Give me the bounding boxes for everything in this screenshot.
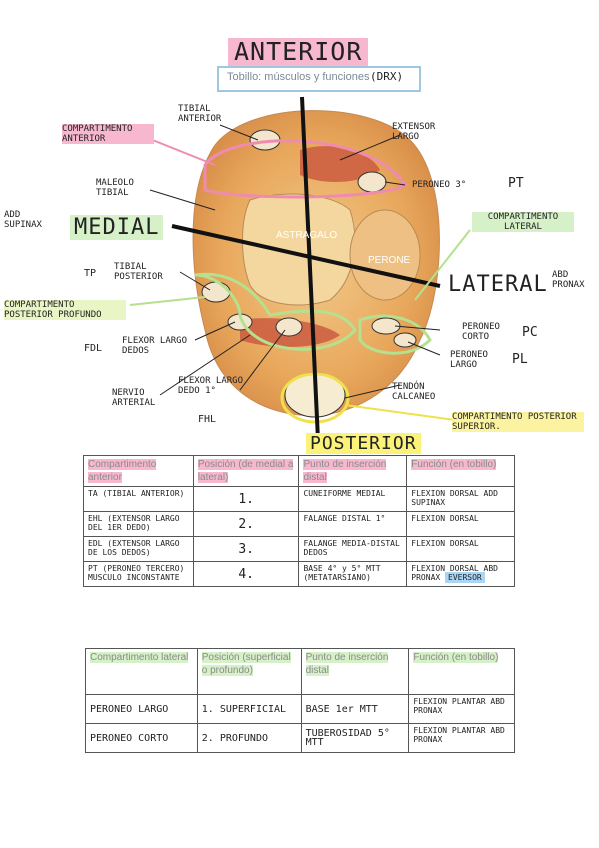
label-pc: PC	[522, 325, 538, 340]
cell-insertion: FALANGE DISTAL 1°	[298, 511, 408, 537]
peroneus-tertius-tendon	[357, 171, 387, 193]
label-nervio-arterial: NERVIO ARTERIAL	[112, 388, 156, 408]
header-cell: Punto de inserción distal	[298, 455, 408, 487]
table-header-row: Compartimento lateral Posición (superfic…	[85, 648, 515, 695]
cell-position: 2.	[192, 511, 300, 537]
cell-insertion: CUNEIFORME MEDIAL	[298, 486, 408, 512]
cell-position: 2. PROFUNDO	[196, 723, 302, 753]
label-compartimento-posterior-profundo: COMPARTIMENTO POSTERIOR PROFUNDO	[4, 300, 126, 320]
label-add-supinax: ADD SUPINAX	[4, 210, 42, 230]
label-medial: MEDIAL	[70, 215, 164, 240]
table-row: PERONEO CORTO 2. PROFUNDO TUBEROSIDAD 5°…	[85, 723, 515, 753]
label-fdl: FDL	[84, 343, 103, 354]
medial-lateral-axis	[171, 224, 441, 288]
label-peroneo-3: PERONEO 3°	[412, 180, 467, 190]
table-row: TA (TIBIAL ANTERIOR) 1. CUNEIFORME MEDIA…	[83, 486, 515, 512]
table-compartimento-anterior: Compartimento anterior Posición (de medi…	[83, 455, 515, 587]
cell-muscle: PERONEO LARGO	[85, 694, 198, 724]
cell-position: 4.	[192, 561, 300, 587]
header-text: Punto de inserción distal	[303, 459, 387, 483]
cell-function: FLEXION DORSAL ADD SUPINAX	[406, 486, 515, 512]
label-peroneo-corto: PERONEO CORTO	[462, 322, 500, 342]
fhl-tendon	[275, 317, 303, 337]
cell-function: FLEXION DORSAL	[406, 511, 515, 537]
header-text: Posición (de medial a lateral)	[197, 459, 294, 483]
label-compartimento-anterior: COMPARTIMENTO ANTERIOR	[62, 124, 154, 144]
ankle-cross-section-figure	[129, 96, 471, 441]
table-compartimento-lateral: Compartimento lateral Posición (superfic…	[85, 648, 515, 753]
label-astragalo: ASTRAGALO	[276, 230, 338, 241]
label-extensor-largo: EXTENSOR LARGO	[392, 122, 436, 142]
label-tp: TP	[84, 268, 97, 279]
header-text: Función (en tobillo)	[411, 459, 497, 470]
cell-position: 3.	[192, 536, 300, 562]
cell-insertion: BASE 1er MTT	[300, 694, 410, 724]
cell-function: FLEXION PLANTAR ABD PRONAX	[408, 723, 515, 753]
header-text: Punto de inserción distal	[305, 652, 389, 676]
cell-muscle: TA (TIBIAL ANTERIOR)	[83, 486, 194, 512]
lateral-compartment-outline	[358, 314, 432, 355]
label-flexor-largo-dedo-1: FLEXOR LARGO DEDO 1°	[178, 376, 244, 396]
cell-position: 1. SUPERFICIAL	[196, 694, 302, 724]
tibialis-posterior-tendon	[201, 281, 231, 303]
subtitle: Tobillo: músculos y funciones	[227, 71, 370, 83]
label-pl: PL	[512, 352, 528, 367]
function-text: FLEXION DORSAL ABD PRONAX	[411, 564, 498, 582]
table-row: EDL (EXTENSOR LARGO DE LOS DEDOS) 3. FAL…	[83, 536, 515, 562]
header-cell: Función (en tobillo)	[406, 455, 515, 487]
label-posterior: POSTERIOR	[306, 433, 421, 454]
cell-muscle: PT (PERONEO TERCERO) MUSCULO INCONSTANTE	[83, 561, 194, 587]
cell-position: 1.	[192, 486, 300, 512]
label-fhl: FHL	[198, 414, 217, 425]
cell-muscle: EHL (EXTENSOR LARGO DEL 1ER DEDO)	[83, 511, 194, 537]
header-text: Compartimento lateral	[90, 652, 189, 663]
cell-muscle: PERONEO CORTO	[85, 723, 198, 753]
subtitle-code: (DRX)	[370, 70, 404, 83]
eversor-badge: EVERSOR	[445, 572, 485, 583]
table-row: PERONEO LARGO 1. SUPERFICIAL BASE 1er MT…	[85, 694, 515, 724]
label-tendon-calcaneo: TENDÓN CALCANEO	[392, 382, 436, 402]
header-cell: Compartimento lateral	[85, 648, 198, 695]
label-compartimento-posterior-superior: COMPARTIMENTO POSTERIOR SUPERIOR.	[452, 412, 584, 432]
header-cell: Posición (superficial o profundo)	[196, 648, 302, 695]
header-cell: Posición (de medial a lateral)	[192, 455, 300, 487]
cell-insertion: FALANGE MEDIA-DISTAL DEDOS	[298, 536, 408, 562]
cell-function: FLEXION PLANTAR ABD PRONAX	[408, 694, 515, 724]
talus-bone	[242, 193, 356, 306]
table-row: EHL (EXTENSOR LARGO DEL 1ER DEDO) 2. FAL…	[83, 511, 515, 537]
header-text: Posición (superficial o profundo)	[201, 652, 291, 676]
header-text: Compartimento anterior	[88, 459, 157, 483]
label-perone: PERONE	[368, 255, 411, 266]
anterior-posterior-axis	[300, 96, 320, 441]
header-cell: Punto de inserción distal	[300, 648, 410, 695]
cell-function: FLEXION DORSAL ABD PRONAX EVERSOR	[406, 561, 515, 587]
cell-muscle: EDL (EXTENSOR LARGO DE LOS DEDOS)	[83, 536, 194, 562]
label-tibial-posterior: TIBIAL POSTERIOR	[114, 262, 163, 282]
deep-posterior-compartment-outline	[194, 272, 357, 351]
subtitle-box	[217, 66, 421, 92]
label-lateral: LATERAL	[448, 272, 548, 297]
label-maleolo-tibial: MALEOLO TIBIAL	[96, 178, 134, 198]
anterior-muscle	[300, 146, 380, 182]
header-text: Función (en tobillo)	[413, 652, 499, 663]
table-header-row: Compartimento anterior Posición (de medi…	[83, 455, 515, 487]
label-abd-pronax: ABD PRONAX	[552, 270, 585, 290]
page-title: ANTERIOR	[228, 38, 369, 66]
header-cell: Función (en tobillo)	[408, 648, 515, 695]
cell-insertion: TUBEROSIDAD 5° MTT	[300, 723, 410, 753]
label-compartimento-lateral: COMPARTIMENTO LATERAL	[472, 212, 574, 232]
table-row: PT (PERONEO TERCERO) MUSCULO INCONSTANTE…	[83, 561, 515, 587]
label-tibial-anterior: TIBIAL ANTERIOR	[178, 104, 222, 124]
cell-function: FLEXION DORSAL	[406, 536, 515, 562]
label-flexor-largo-dedos: FLEXOR LARGO DEDOS	[122, 336, 188, 356]
label-pt: PT	[508, 176, 524, 191]
label-peroneo-largo: PERONEO LARGO	[450, 350, 488, 370]
peroneus-longus-tendon	[393, 332, 417, 348]
header-cell: Compartimento anterior	[83, 455, 194, 487]
cell-insertion: BASE 4° y 5° MTT (METATARSIANO)	[298, 561, 408, 587]
